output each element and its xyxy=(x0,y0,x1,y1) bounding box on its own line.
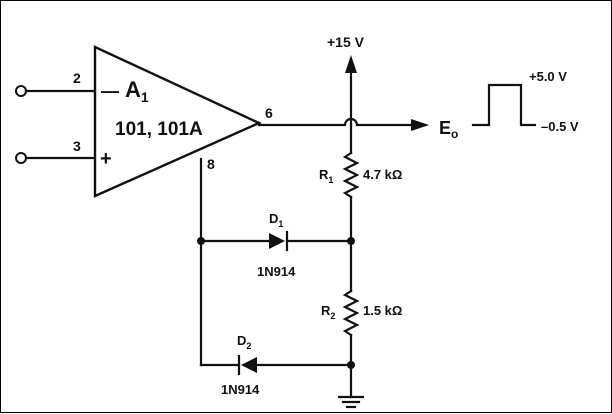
resistor-r1 xyxy=(342,151,360,199)
supply-arrow xyxy=(345,55,357,73)
noninverting-sign: + xyxy=(100,148,112,170)
waveform-low-label: –0.5 V xyxy=(541,119,579,134)
d1-part: 1N914 xyxy=(257,264,296,279)
noninverting-input-terminal xyxy=(15,152,27,164)
r1-name: R1 xyxy=(319,167,333,185)
d2-part: 1N914 xyxy=(221,382,260,397)
opamp-model: 101, 101A xyxy=(115,119,203,140)
junction-d1-left xyxy=(197,237,205,245)
junction-d2-right xyxy=(347,361,355,369)
opamp-a1 xyxy=(93,45,262,198)
opamp-name: A1 xyxy=(125,77,149,105)
output-label: Eo xyxy=(439,118,458,141)
pin-3-label: 3 xyxy=(73,138,81,154)
junction-d1-right xyxy=(347,237,355,245)
inverting-input-terminal xyxy=(15,85,27,97)
diode-d1-body xyxy=(269,233,285,249)
output-arrow xyxy=(411,119,429,131)
diode-d2-body xyxy=(241,357,257,373)
resistor-r2 xyxy=(342,289,360,337)
output-waveform xyxy=(471,83,537,127)
pin-8-label: 8 xyxy=(207,156,215,172)
pin-2-label: 2 xyxy=(73,70,81,86)
r2-value: 1.5 kΩ xyxy=(363,303,402,318)
r1-value: 4.7 kΩ xyxy=(363,167,402,182)
pin-6-label: 6 xyxy=(265,105,273,121)
inverting-sign: — xyxy=(101,81,119,101)
waveform-high-label: +5.0 V xyxy=(529,69,567,84)
r2-name: R2 xyxy=(321,303,335,321)
d1-name: D1 xyxy=(269,211,283,229)
d2-name: D2 xyxy=(237,333,251,351)
supply-label: +15 V xyxy=(327,34,365,50)
output-wire xyxy=(257,117,415,127)
